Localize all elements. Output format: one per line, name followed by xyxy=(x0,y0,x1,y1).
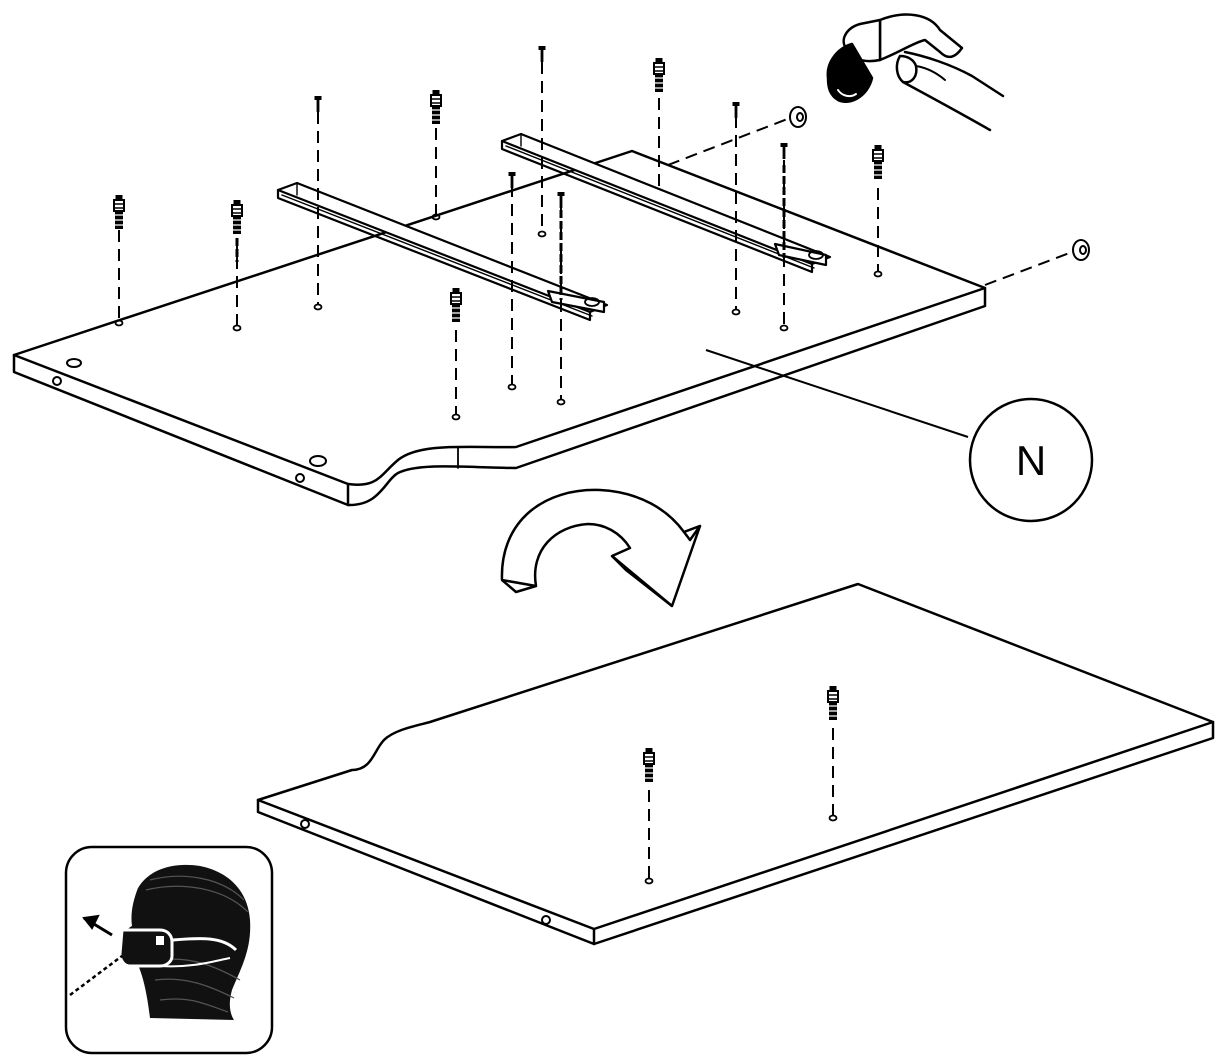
screw xyxy=(538,46,546,62)
hole-marks xyxy=(114,213,883,421)
part-label: N xyxy=(1016,437,1046,484)
flip-arrow-icon xyxy=(500,488,702,608)
screw xyxy=(732,102,740,118)
top-panel xyxy=(12,149,987,507)
bottom-fasteners xyxy=(643,685,839,885)
long-screws xyxy=(235,165,786,300)
rail-left xyxy=(276,181,609,322)
cam-bolt xyxy=(231,199,243,235)
hammer-icon xyxy=(826,13,1005,132)
cam-bolt xyxy=(872,144,884,180)
screw xyxy=(508,172,516,188)
cam-bolt xyxy=(450,287,462,323)
fastener-leaders xyxy=(118,62,1073,415)
cam-bolt xyxy=(430,89,442,125)
part-callout: N xyxy=(705,349,1094,523)
cam-bolt xyxy=(113,194,125,230)
cam-bolt xyxy=(653,57,665,93)
screw xyxy=(314,96,322,112)
callout-circle xyxy=(968,397,1094,523)
safety-glasses-icon xyxy=(64,845,274,1055)
cover-caps xyxy=(789,106,1090,261)
cover-cap xyxy=(1072,239,1090,261)
rail-right xyxy=(500,132,832,274)
screw xyxy=(780,143,788,159)
cam-bolt xyxy=(827,685,839,721)
bottom-panel xyxy=(256,582,1215,946)
cover-cap xyxy=(789,106,807,128)
cam-bolt xyxy=(643,747,655,783)
